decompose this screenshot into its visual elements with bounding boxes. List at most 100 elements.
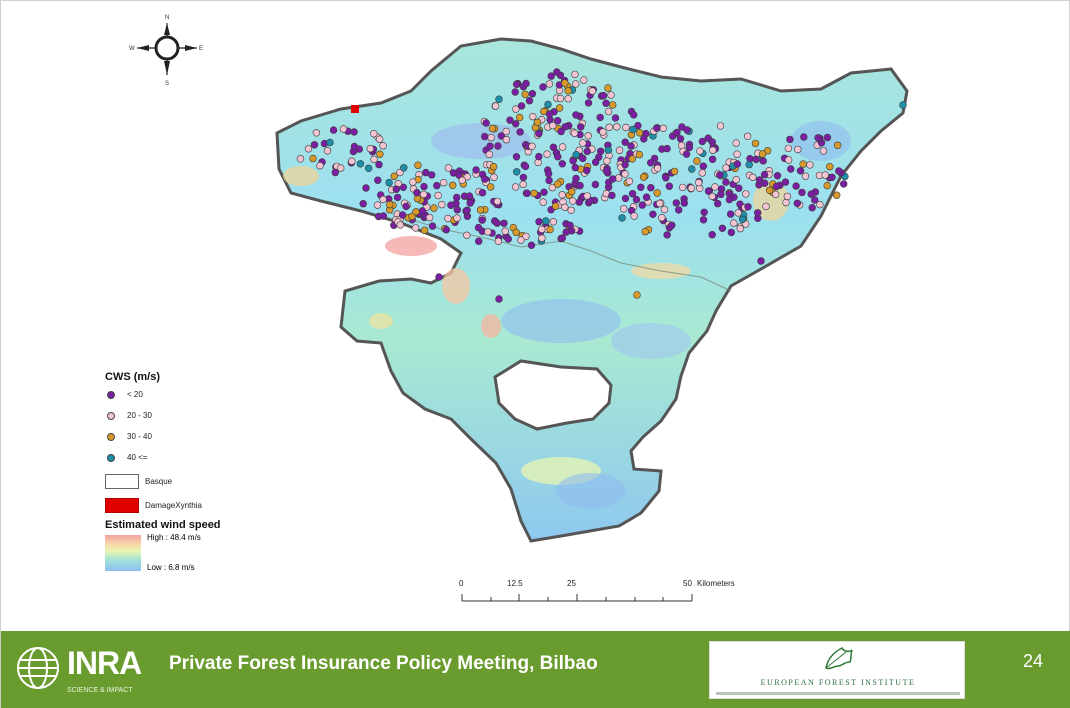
cws-point (821, 171, 829, 179)
cws-point (798, 188, 806, 197)
low-wind-zones (431, 121, 851, 509)
cws-point (463, 231, 471, 240)
cws-point (808, 204, 816, 212)
cws-point (718, 224, 727, 233)
cws-point (566, 221, 574, 230)
cws-point (420, 182, 428, 191)
cws-point (757, 257, 765, 265)
cws-point (699, 216, 708, 224)
cws-point (554, 153, 562, 161)
cws-point (439, 178, 448, 187)
compass-west: W (129, 46, 135, 52)
cws-point (561, 123, 569, 131)
cws-point (512, 105, 520, 113)
cws-point (753, 209, 762, 217)
cws-point (379, 212, 388, 220)
cws-point (558, 234, 566, 242)
cws-point (562, 228, 570, 236)
cws-point (743, 132, 752, 141)
cws-point (428, 171, 436, 179)
cws-point (717, 190, 725, 199)
cws-point (516, 128, 524, 136)
cws-point (742, 190, 750, 198)
cws-point (699, 162, 707, 170)
cws-point (676, 135, 685, 143)
cws-point (545, 176, 553, 185)
cws-point (561, 79, 569, 87)
wind-high-label: High : 48.4 m/s (147, 533, 201, 542)
cws-point (463, 173, 471, 181)
cws-point (487, 133, 495, 142)
cws-point (646, 159, 655, 167)
wind-gradient-swatch (105, 535, 141, 571)
cws-point (621, 170, 629, 178)
cws-point (393, 193, 402, 202)
scale-tick-25: 25 (567, 579, 576, 588)
cws-point (637, 183, 645, 192)
map-legend: CWS (m/s) < 20 20 - 30 30 - 40 40 <= Bas… (105, 371, 305, 583)
cws-point (732, 176, 740, 184)
cws-point (506, 116, 514, 124)
cws-point (722, 164, 730, 172)
swatch-under-20 (107, 391, 115, 399)
cws-point (528, 89, 537, 98)
cws-point (501, 227, 509, 235)
cws-point (296, 155, 305, 163)
cws-point (628, 155, 636, 163)
cws-point (495, 95, 503, 103)
cws-point (655, 199, 664, 208)
cws-point (350, 142, 359, 151)
cws-point (744, 203, 752, 211)
cws-point (561, 203, 569, 212)
cws-point (533, 118, 542, 127)
cws-point (649, 210, 657, 219)
cws-point (772, 182, 781, 191)
cws-point (331, 168, 339, 177)
legend-item-40-plus: 40 <= (105, 450, 305, 471)
slide-footer: INRA SCIENCE & IMPACT Private Forest Ins… (1, 631, 1070, 708)
legend-item-damage: DamageXynthia (105, 495, 305, 519)
cws-point (373, 201, 382, 209)
cws-point (771, 190, 780, 199)
cws-point (568, 197, 577, 205)
cws-point (801, 172, 810, 180)
cws-point (732, 139, 740, 147)
compass-south: S (165, 81, 169, 87)
cws-point (698, 137, 707, 146)
cws-point (572, 151, 580, 159)
cws-point (400, 164, 408, 172)
cws-point (304, 145, 313, 153)
cws-point (828, 173, 836, 182)
cws-point (621, 161, 629, 169)
cws-point (604, 84, 612, 92)
cws-point (819, 147, 828, 155)
cws-point (641, 227, 649, 236)
cws-point (685, 143, 694, 152)
cws-point (517, 236, 525, 244)
cws-point (337, 164, 345, 172)
cws-point (558, 160, 566, 168)
cws-point (704, 187, 713, 195)
cws-point (663, 231, 671, 239)
cws-point (528, 142, 536, 151)
cws-point (547, 72, 555, 80)
cws-point (414, 161, 422, 169)
cws-point (494, 142, 502, 150)
cws-point (609, 175, 617, 183)
cws-point (622, 123, 630, 132)
cws-point (632, 195, 641, 204)
cws-point (326, 138, 334, 147)
cws-point (584, 99, 593, 107)
cws-point (628, 190, 637, 198)
cws-point (708, 231, 716, 239)
cws-point (549, 121, 557, 130)
cws-point (672, 199, 680, 207)
cws-point (481, 175, 489, 183)
cws-point (736, 224, 744, 233)
cws-point (663, 144, 671, 153)
legend-item-under-20: < 20 (105, 387, 305, 408)
cws-point (807, 190, 815, 198)
cws-point (493, 197, 502, 206)
cws-point (583, 192, 591, 200)
cws-point (472, 166, 480, 174)
